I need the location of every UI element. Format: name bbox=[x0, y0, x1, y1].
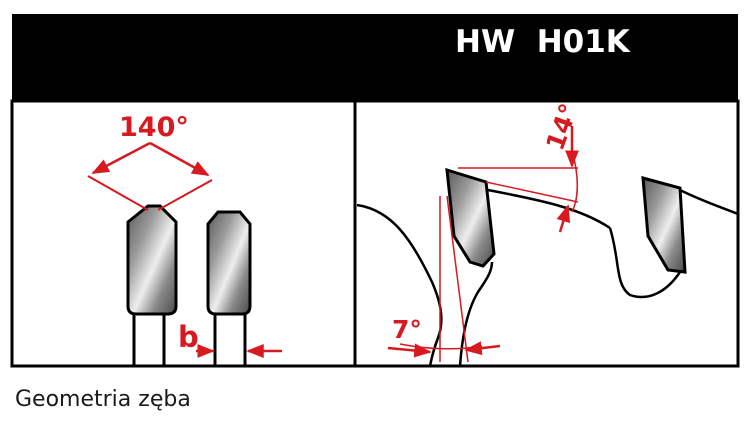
side-carbide-tip-2 bbox=[641, 175, 687, 274]
side-view: 14° 7° bbox=[356, 100, 739, 367]
clearance-arrow-left bbox=[387, 343, 432, 358]
clearance-angle-label: 7° bbox=[392, 315, 422, 344]
clearance-face-line bbox=[446, 195, 469, 363]
angle-line-left bbox=[87, 175, 149, 211]
tooth-shank-left bbox=[132, 310, 166, 368]
rake-arrow-down bbox=[556, 204, 571, 233]
width-label: b bbox=[178, 320, 199, 354]
carbide-tip-left bbox=[126, 204, 178, 316]
right-panel bbox=[353, 99, 740, 368]
top-angle-label: 140° bbox=[119, 112, 189, 143]
header-title: HW H01K bbox=[455, 24, 631, 60]
header-bar bbox=[12, 14, 738, 101]
angle-arc-right bbox=[149, 141, 210, 177]
clearance-arrow-right bbox=[464, 341, 501, 356]
angle-line-right bbox=[157, 179, 213, 211]
tooth-back-profile bbox=[458, 188, 739, 367]
diagram-caption: Geometria zęba bbox=[15, 387, 191, 412]
carbide-tip-right bbox=[206, 210, 252, 316]
rake-angle-label: 14° bbox=[540, 100, 583, 154]
front-view: 140° b bbox=[87, 112, 282, 368]
rake-face-line bbox=[485, 181, 579, 203]
angle-arc-left bbox=[91, 141, 151, 175]
saw-body-profile bbox=[356, 203, 443, 367]
clearance-arc bbox=[399, 343, 483, 350]
tooth-shank-right bbox=[213, 310, 247, 368]
